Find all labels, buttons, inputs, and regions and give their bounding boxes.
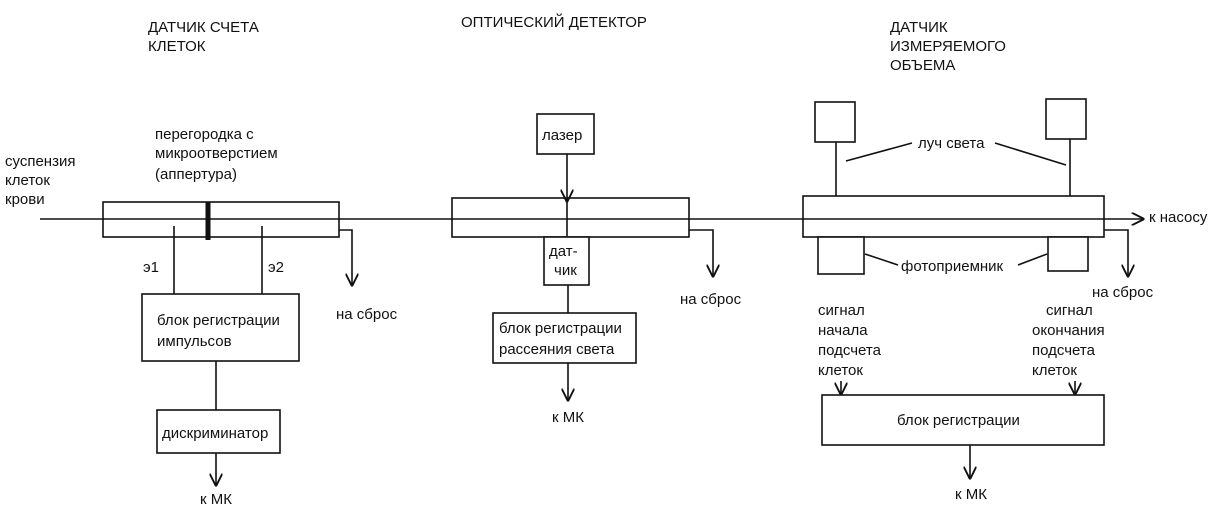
counter-reset-arrow	[339, 229, 352, 285]
volume-to-mk-label: к МК	[955, 486, 987, 503]
photodetector-pointer-left	[864, 253, 899, 266]
title-cell-counter-line1: ДАТЧИК СЧЕТА	[148, 19, 259, 36]
volume-registration-label: блок регистрации	[897, 412, 1020, 429]
pump-label: к насосу	[1149, 209, 1208, 226]
optical-channel	[451, 197, 690, 238]
pulse-registration-block	[141, 293, 300, 362]
electrode-e1-label: э1	[143, 259, 159, 276]
pulse-registration-label-line1: блок регистрации	[157, 312, 280, 329]
counter-to-mk-label: к МК	[200, 491, 232, 508]
laser-label: лазер	[542, 127, 582, 144]
optical-sensor-block	[543, 236, 590, 286]
photodetector-label: фотоприемник	[901, 258, 1004, 275]
optical-reset-label: на сброс	[680, 291, 742, 308]
suspension-label-line3: крови	[5, 191, 45, 208]
optical-reset-arrow	[689, 229, 713, 276]
optical-to-mk-label: к МК	[552, 409, 584, 426]
suspension-label-line1: суспензия	[5, 153, 75, 170]
light-beam-label: луч света	[918, 135, 985, 152]
end-signal-line3: подсчета	[1032, 342, 1096, 359]
pulse-registration-label-line2: импульсов	[157, 333, 232, 350]
start-signal-line1: сигнал	[818, 302, 865, 319]
end-signal-line4: клеток	[1032, 362, 1077, 379]
laser-block	[536, 113, 595, 155]
photodetector-right	[1047, 236, 1089, 272]
scatter-registration-block	[492, 312, 637, 364]
title-optical-detector: ОПТИЧЕСКИЙ ДЕТЕКТОР	[461, 13, 647, 31]
partition-label-line2: микроотверстием	[155, 145, 278, 162]
volume-reset-arrow	[1104, 229, 1128, 276]
title-volume-line2: ИЗМЕРЯЕМОГО	[890, 38, 1006, 55]
optical-sensor-label-line1: дат-	[549, 243, 578, 260]
counter-channel	[102, 201, 340, 238]
electrode-e2-label: э2	[268, 259, 284, 276]
volume-channel	[802, 195, 1105, 238]
title-volume-line1: ДАТЧИК	[890, 19, 948, 36]
end-signal-line1: сигнал	[1046, 302, 1093, 319]
title-volume-line3: ОБЪЕМА	[890, 57, 955, 74]
discriminator-label: дискриминатор	[162, 425, 268, 442]
start-signal-line4: клеток	[818, 362, 863, 379]
volume-reset-label: на сброс	[1092, 284, 1154, 301]
scatter-registration-label-line2: рассеяния света	[499, 341, 615, 358]
partition-label-line1: перегородка с	[155, 126, 254, 143]
title-cell-counter-line2: КЛЕТОК	[148, 38, 206, 55]
optical-sensor-label-line2: чик	[554, 262, 577, 279]
volume-registration-block	[821, 394, 1105, 446]
start-signal-line3: подсчета	[818, 342, 882, 359]
light-source-left	[814, 101, 856, 143]
light-beam-pointer-right	[994, 142, 1067, 166]
photodetector-pointer-right	[1017, 253, 1048, 266]
discriminator-block	[156, 409, 281, 454]
suspension-label-line2: клеток	[5, 172, 50, 189]
partition-label-line3: (аппертура)	[155, 166, 237, 183]
light-beam-pointer-left	[845, 142, 913, 162]
light-source-right	[1045, 98, 1087, 140]
start-signal-line2: начала	[818, 322, 868, 339]
counter-reset-label: на сброс	[336, 306, 398, 323]
photodetector-left	[817, 236, 865, 275]
end-signal-line2: окончания	[1032, 322, 1105, 339]
scatter-registration-label-line1: блок регистрации	[499, 320, 622, 337]
